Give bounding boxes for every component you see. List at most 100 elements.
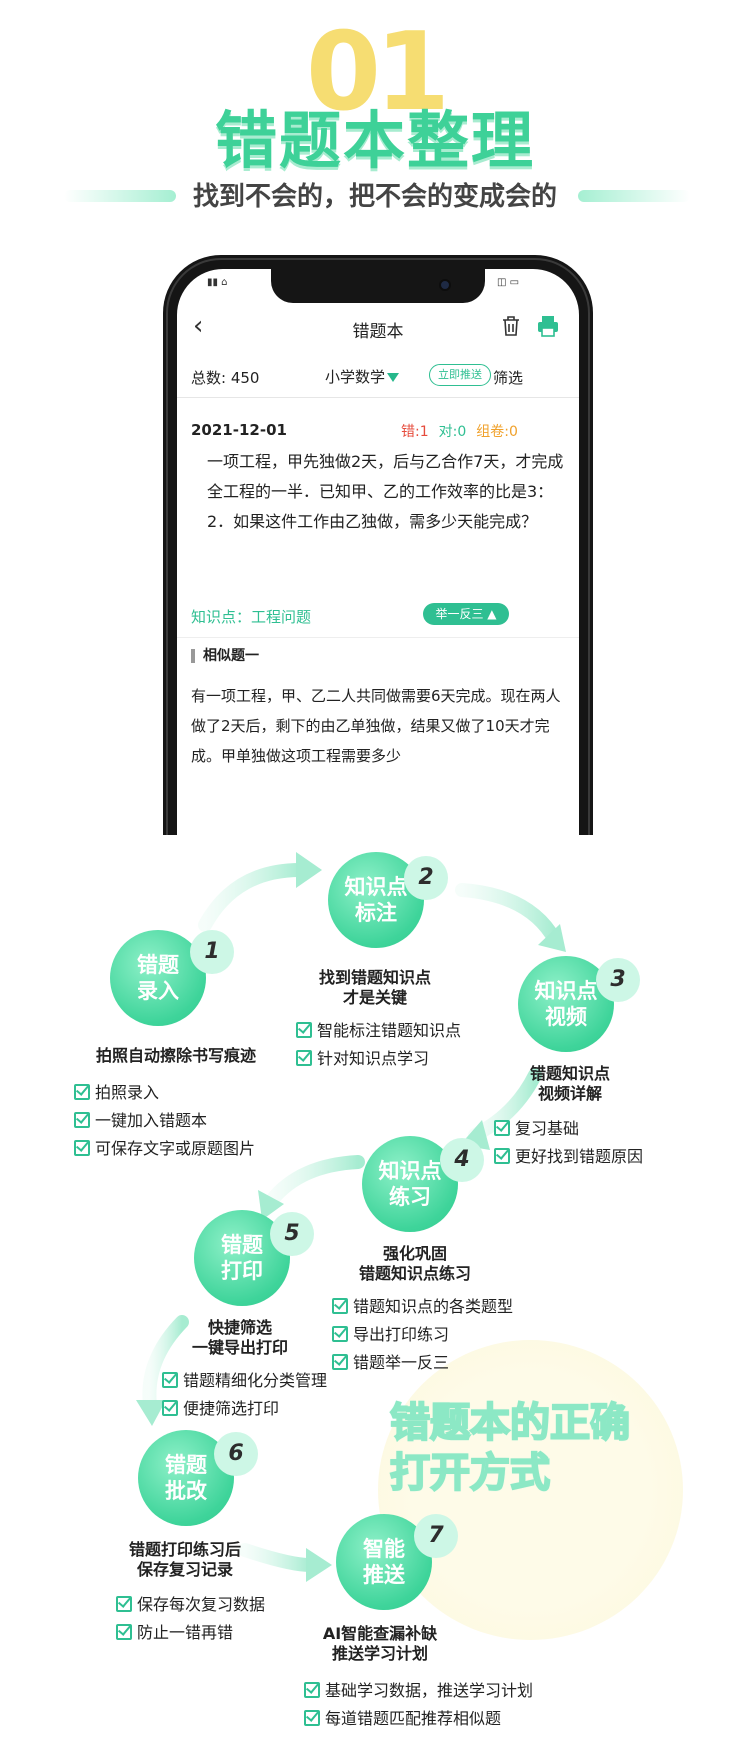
step-4-item-text: 错题知识点的各类题型	[353, 1297, 514, 1316]
step-6-heading: 错题打印练习后保存复习记录	[100, 1540, 270, 1580]
step-5-heading-2: 一键导出打印	[191, 1338, 288, 1357]
camera-icon	[439, 279, 451, 291]
step-7-heading-1: AI智能查漏补缺	[322, 1624, 438, 1643]
subtitle-row: 找到不会的，把不会的变成会的	[0, 172, 750, 216]
step-4-item: 错题举一反三	[332, 1352, 449, 1374]
step-3-heading-1: 错题知识点	[529, 1064, 610, 1083]
checkbox-checked-icon	[162, 1400, 178, 1416]
right-count: 对:0	[438, 424, 467, 440]
step-2-label-2: 标注	[355, 901, 397, 925]
step-3-circle: 知识点视频	[518, 956, 614, 1052]
subtitle-decoration-left	[64, 190, 176, 202]
section-number: 01	[305, 10, 450, 135]
step-6-heading-1: 错题打印练习后	[128, 1540, 241, 1559]
step-5-item: 错题精细化分类管理	[162, 1370, 327, 1392]
step-3-item-text: 复习基础	[515, 1119, 580, 1138]
checkbox-checked-icon	[494, 1148, 510, 1164]
printer-icon[interactable]	[537, 315, 559, 337]
page-subtitle: 找到不会的，把不会的变成会的	[192, 182, 557, 212]
step-3-item: 复习基础	[494, 1118, 579, 1140]
divider	[177, 637, 579, 638]
step-6-item: 保存每次复习数据	[116, 1594, 265, 1616]
step-4-heading-2: 错题知识点练习	[358, 1264, 471, 1283]
step-3-item-text: 更好找到错题原因	[515, 1147, 644, 1166]
page-title: 错题本整理	[214, 104, 535, 177]
subtitle-decoration-right	[578, 190, 690, 202]
status-bar-signal-icon: ▮▮ ⌂	[207, 277, 228, 288]
checkbox-checked-icon	[74, 1084, 90, 1100]
nav-title: 错题本	[352, 322, 404, 342]
step-1-number: 1	[190, 930, 234, 974]
step-5-heading-1: 快捷筛选	[207, 1318, 272, 1337]
checkbox-checked-icon	[332, 1298, 348, 1314]
step-3-heading-2: 视频详解	[537, 1084, 602, 1103]
step-4-item: 导出打印练习	[332, 1324, 449, 1346]
step-4-heading: 强化巩固错题知识点练习	[330, 1244, 500, 1284]
push-now-button[interactable]: 立即推送	[429, 364, 491, 386]
step-6-item-text: 防止一错再错	[137, 1623, 234, 1642]
checkbox-checked-icon	[304, 1682, 320, 1698]
step-5-item-text: 便捷筛选打印	[183, 1399, 280, 1418]
step-7-label-1: 智能	[363, 1536, 405, 1561]
step-1-heading-1: 拍照自动擦除书写痕迹	[95, 1046, 256, 1065]
slogan-line-1: 错题本的正确	[389, 1399, 631, 1447]
step-3-label-1: 知识点	[534, 978, 598, 1003]
step-2-item-text: 针对知识点学习	[317, 1049, 430, 1068]
step-1-item: 一键加入错题本	[74, 1110, 207, 1132]
checkbox-checked-icon	[74, 1140, 90, 1156]
step-2-heading-2: 才是关键	[342, 988, 407, 1007]
step-4-item: 错题知识点的各类题型	[332, 1296, 513, 1318]
step-5-heading: 快捷筛选一键导出打印	[170, 1318, 310, 1358]
nav-bar: ‹ 错题本	[177, 305, 579, 349]
checkbox-checked-icon	[116, 1624, 132, 1640]
question-text: 一项工程，甲先独做2天，后与乙合作7天，才完成全工程的一半．已知甲、乙的工作效率…	[207, 452, 564, 531]
checkbox-checked-icon	[332, 1326, 348, 1342]
record-date: 2021-12-01	[191, 421, 287, 439]
step-4-item-text: 错题举一反三	[353, 1353, 450, 1372]
step-6-label-2: 批改	[165, 1479, 207, 1503]
step-3-label-2: 视频	[545, 1005, 587, 1029]
caret-down-icon	[387, 373, 400, 382]
step-4-label-1: 知识点	[378, 1158, 442, 1183]
step-5-item-text: 错题精细化分类管理	[183, 1371, 328, 1390]
status-bar-battery-icon: ◫ ▭	[497, 277, 520, 288]
checkbox-checked-icon	[74, 1112, 90, 1128]
subject-dropdown[interactable]: 小学数学	[325, 366, 400, 387]
checkbox-checked-icon	[162, 1372, 178, 1388]
step-6-number: 6	[214, 1432, 258, 1476]
step-7-number: 7	[414, 1514, 458, 1558]
slogan-background	[378, 1340, 683, 1640]
slogan-line-2: 打开方式	[389, 1449, 551, 1497]
trash-icon[interactable]	[501, 315, 521, 337]
checkbox-checked-icon	[494, 1120, 510, 1136]
subject-label: 小学数学	[325, 368, 386, 386]
phone-screen: ▮▮ ⌂ ◫ ▭ ‹ 错题本 总数: 450 小学数学 立即推送	[177, 269, 579, 835]
step-5-label-2: 打印	[221, 1259, 263, 1283]
group-count: 组卷:0	[476, 424, 518, 440]
step-3-heading: 错题知识点视频详解	[500, 1064, 640, 1104]
step-5-number: 5	[270, 1212, 314, 1256]
step-7-item-text: 基础学习数据，推送学习计划	[325, 1681, 534, 1700]
step-7-heading-2: 推送学习计划	[331, 1644, 428, 1663]
step-1-item-text: 拍照录入	[95, 1083, 160, 1102]
similar-question-text: 有一项工程，甲、乙二人共同做需要6天完成。现在两人做了2天后，剩下的由乙单独做，…	[191, 687, 561, 765]
divider	[177, 397, 579, 398]
similar-toggle-button[interactable]: 举一反三 ▲	[423, 603, 509, 625]
step-2-number: 2	[404, 856, 448, 900]
step-7-label-2: 推送	[363, 1563, 405, 1587]
step-4-item-text: 导出打印练习	[353, 1325, 450, 1344]
step-6-circle: 错题批改	[138, 1430, 234, 1526]
step-2-heading-1: 找到错题知识点	[318, 968, 431, 987]
filter-button[interactable]: 筛选	[493, 369, 524, 387]
step-2-item: 针对知识点学习	[296, 1048, 429, 1070]
step-5-label-1: 错题	[221, 1232, 263, 1257]
checkbox-checked-icon	[116, 1596, 132, 1612]
step-7-heading: AI智能查漏补缺推送学习计划	[290, 1624, 470, 1664]
step-7-item: 每道错题匹配推荐相似题	[304, 1708, 501, 1730]
back-chevron-icon[interactable]: ‹	[193, 311, 204, 341]
checkbox-checked-icon	[304, 1710, 320, 1726]
step-2-item: 智能标注错题知识点	[296, 1020, 461, 1042]
step-2-heading: 找到错题知识点才是关键	[290, 968, 460, 1008]
